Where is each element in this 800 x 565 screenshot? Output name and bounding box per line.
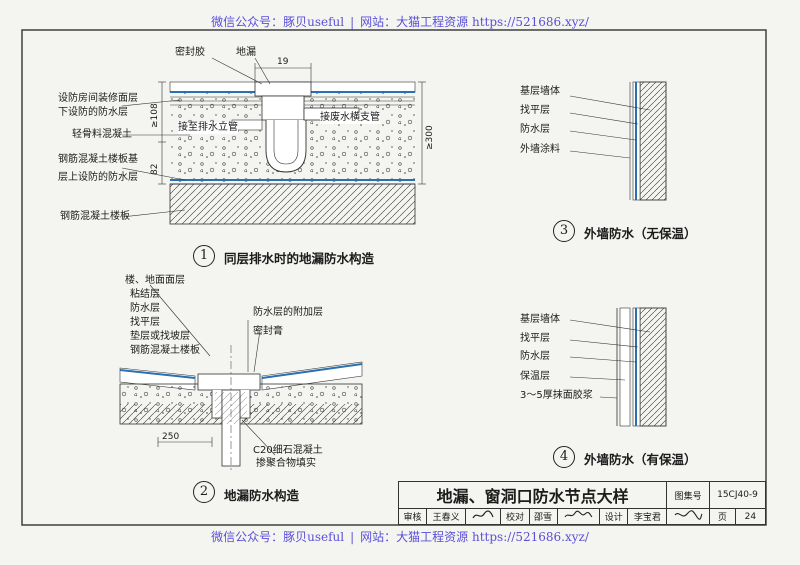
atlas-label: 图集号 [666,481,711,509]
label-additional: 防水层的附加层 [253,307,323,318]
dim-250: 250 [162,432,180,442]
label-slab-base-2: 层上设防的防水层 [58,172,138,183]
label-fill-1: C20细石混凝土 [253,445,323,456]
label-waterproof-3: 防水层 [520,124,550,135]
check-label: 校对 [500,508,530,525]
sheet-title: 地漏、窗洞口防水节点大样 [397,481,668,509]
label-coating: 外墙涂料 [520,144,560,155]
label-insulation: 保温层 [520,371,550,382]
label-sealant-2: 密封膏 [253,326,283,337]
detail1-drawing [121,57,426,225]
reviewer-signature [465,508,502,525]
signature-mark [472,510,494,519]
detail4-number: 4 [553,446,575,468]
dim-108: ≥108 [150,103,160,128]
dim-300: ≥300 [425,125,435,150]
label-leveling-4: 找平层 [520,333,550,344]
label-sealant: 密封胶 [175,47,205,58]
label-room-finish-1: 设防房间装修面层 [58,93,138,104]
reviewer-name: 王春义 [426,508,467,525]
label-floor-drain: 地漏 [236,47,256,58]
checker-signature [556,508,601,525]
watermark-separator: | [350,15,355,29]
signature-mark [564,510,593,518]
design-label: 设计 [599,508,629,525]
signature-mark [674,510,703,520]
label-base-wall-3: 基层墙体 [520,86,560,97]
label-light-concrete: 轻骨料混凝土 [72,129,132,140]
label-waterproof-4: 防水层 [520,351,550,362]
label-rc-slab-2: 钢筋混凝土楼板 [130,345,200,356]
designer-name: 李宝君 [627,508,668,525]
label-base-wall-4: 基层墙体 [520,314,560,325]
watermark-site: 网站：大猫工程资源 https://521686.xyz/ [360,530,589,544]
detail3-drawing [569,81,667,201]
detail3-caption: 外墙防水（无保温） [584,226,697,241]
detail1-number: 1 [193,245,215,267]
detail2-number: 2 [193,481,215,503]
detail2-drawing [119,284,363,470]
watermark-wechat: 微信公众号：豚贝useful [211,15,345,29]
watermark-wechat: 微信公众号：豚贝useful [211,530,345,544]
checker-name: 邵雪 [528,508,558,525]
label-slab-base-1: 钢筋混凝土楼板基 [58,154,138,165]
label-fill-2: 掺聚合物填实 [256,458,316,469]
page-number: 24 [734,508,767,525]
watermark-separator: | [350,530,355,544]
dim-width: 19 [277,57,289,67]
label-to-branch: 接废水横支管 [320,112,380,124]
page-label: 页 [709,508,736,525]
detail4-drawing [569,307,667,427]
label-plaster: 3～5厚抹面胶浆 [520,390,593,401]
dim-82: 82 [150,163,160,175]
label-bond: 粘结层 [130,289,160,300]
detail2-caption: 地漏防水构造 [224,488,300,503]
watermark-bottom: 微信公众号：豚贝useful | 网站：大猫工程资源 https://521686.… [0,528,800,545]
review-label: 审核 [397,508,428,525]
label-slope: 垫层或找坡层 [130,331,190,342]
label-to-riser: 接至排水立管 [178,122,238,134]
watermark-top: 微信公众号：豚贝useful | 网站：大猫工程资源 https://521686.… [0,13,800,30]
title-block: 地漏、窗洞口防水节点大样 图集号 15CJ40-9 审核 王春义 校对 邵雪 设… [397,481,767,525]
label-room-finish-2: 下设防的防水层 [58,107,128,118]
label-floor-finish: 楼、地面面层 [125,275,185,286]
sheet-frame [21,29,767,526]
label-rc-slab: 钢筋混凝土楼板 [60,211,130,222]
label-leveling-3: 找平层 [520,105,550,116]
label-waterproof-2: 防水层 [130,303,160,314]
atlas-number: 15CJ40-9 [709,481,766,509]
detail1-caption: 同层排水时的地漏防水构造 [224,251,375,266]
detail3-number: 3 [553,220,575,242]
detail4-caption: 外墙防水（有保温） [584,452,697,467]
label-leveling-2: 找平层 [130,317,160,328]
watermark-site: 网站：大猫工程资源 https://521686.xyz/ [360,15,589,29]
designer-signature [666,508,711,525]
